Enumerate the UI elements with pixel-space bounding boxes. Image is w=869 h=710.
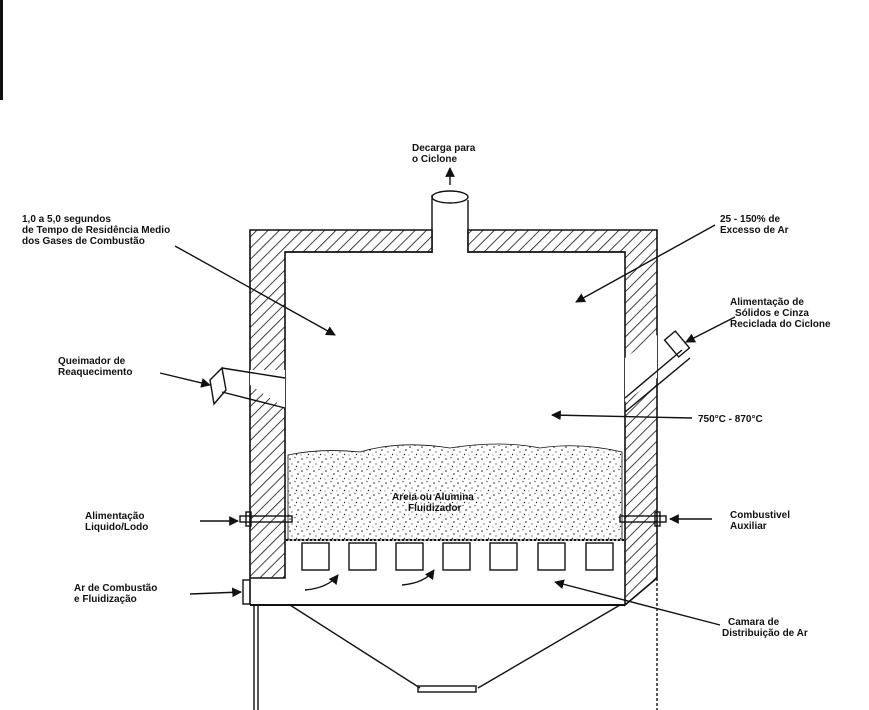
- outlet-duct: [431, 190, 469, 253]
- aux-fuel-pipe: [619, 511, 667, 527]
- air-nozzles: [301, 542, 614, 571]
- hopper-support: [253, 578, 658, 710]
- label-discharge: Decarga para o Ciclone: [412, 143, 478, 165]
- label-reheat-burner: Queimador de Reaquecimento: [58, 356, 132, 378]
- label-liquid-feed: Alimentação Liquido/Lodo: [85, 511, 148, 533]
- reheat-burner: [209, 366, 286, 409]
- label-combustion-air: Ar de Combustão e Fluidização: [74, 583, 160, 605]
- label-residence-time: 1,0 a 5,0 segundos de Tempo de Residênci…: [22, 214, 173, 247]
- solids-feed-inlet: [624, 330, 691, 413]
- label-excess-air: 25 - 150% de Excesso de Ar: [720, 214, 789, 236]
- label-bed-material: Areia ou Alumina Fluidizador: [392, 492, 477, 514]
- corner-mark: [0, 0, 3, 100]
- label-distribution-chamber: Camara de Distribuição de Ar: [722, 617, 808, 639]
- liquid-feed-pipe: [239, 511, 293, 527]
- label-temperature: 750°C - 870°C: [698, 414, 763, 425]
- sand-bed: [287, 443, 623, 541]
- leader-arrows: [159, 167, 736, 626]
- label-solids-feed: Alimentação de Sólidos e Cinza Reciclada…: [730, 297, 831, 330]
- label-aux-fuel: Combustivel Auxiliar: [730, 510, 793, 532]
- furnace-walls: [249, 229, 658, 607]
